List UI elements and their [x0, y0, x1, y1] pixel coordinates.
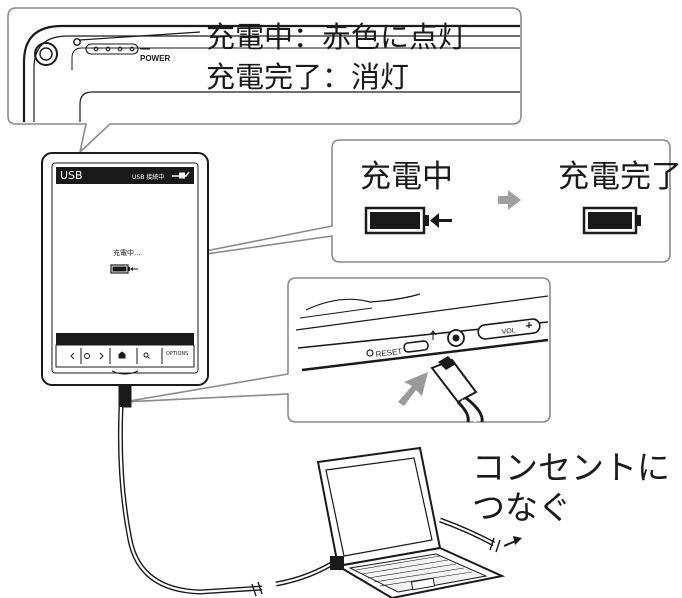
- led-complete-text: 充電完了：消灯: [206, 60, 410, 94]
- search-icon: [143, 352, 149, 358]
- power-led-icon: [73, 38, 81, 46]
- usb-cable-plug: [430, 356, 484, 423]
- led-charging-text: 充電中：赤色に点灯: [206, 20, 468, 54]
- e-reader-device: [41, 152, 209, 386]
- screen-nav-icons: [70, 348, 163, 364]
- next-icon: [99, 352, 104, 360]
- port-callout: RESET VOL: [123, 277, 551, 423]
- power-switch-icon: [85, 43, 150, 55]
- insert-arrow-icon: [398, 372, 428, 406]
- usb-port-icon: [403, 330, 437, 353]
- screen-header-bar: [56, 167, 194, 184]
- reset-label: RESET: [375, 347, 403, 359]
- power-callout: POWER: [7, 7, 522, 155]
- prev-icon: [70, 352, 75, 360]
- arrow-right-icon: [498, 190, 521, 210]
- outlet-instruction-line2: つなぐ: [472, 488, 571, 527]
- home-icon: [118, 351, 126, 359]
- screen-options-label: OPTIONS: [166, 351, 189, 357]
- headphone-jack-icon: [447, 329, 465, 347]
- status-callout: [149, 139, 671, 263]
- charging-status-label: 充電中: [360, 159, 453, 195]
- laptop-illustration: [316, 446, 506, 598]
- screen-title: USB: [60, 169, 83, 182]
- screen-charging-text: 充電中...: [113, 249, 141, 257]
- complete-status-label: 充電完了: [558, 159, 682, 195]
- battery-charging-icon: [364, 206, 452, 235]
- power-label: POWER: [140, 54, 170, 63]
- power-cord: [439, 517, 522, 553]
- volume-button-icon: [477, 318, 541, 340]
- vol-label: VOL: [501, 327, 516, 336]
- outlet-instruction-line1: コンセントに: [472, 448, 670, 487]
- usb-connected-icon: [172, 171, 190, 179]
- device-bottom-buttons: [111, 370, 139, 375]
- screen-usb-status: USB 接続中: [132, 174, 165, 181]
- led-leader-line: [79, 31, 201, 41]
- reset-icon: [366, 349, 374, 357]
- device-corner-illustration: [22, 24, 520, 122]
- battery-full-icon: [582, 206, 641, 235]
- zoom-icon: [84, 353, 90, 359]
- screen-battery-icon: [110, 264, 138, 274]
